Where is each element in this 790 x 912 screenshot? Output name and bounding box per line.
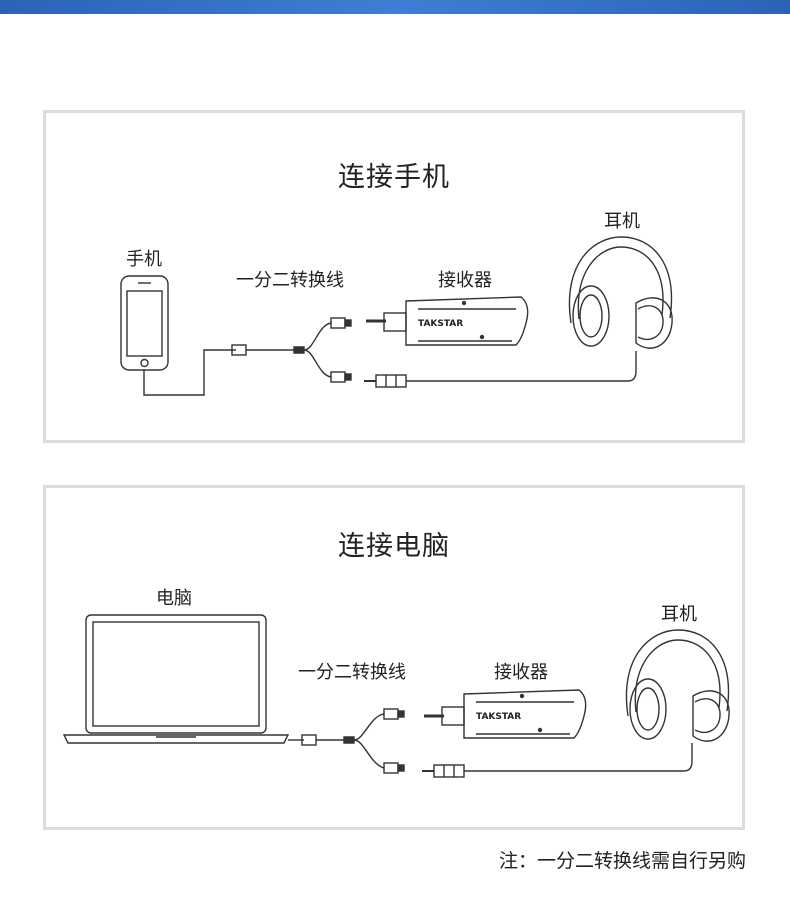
headphone-icon — [625, 629, 730, 742]
brand-logo: TAKSTAR — [418, 319, 463, 329]
receiver-label: 接收器 — [494, 662, 548, 683]
panel-title: 连接电脑 — [338, 531, 450, 562]
cable-label: 一分二转换线 — [236, 270, 344, 291]
connect-pc-panel: 连接电脑 电脑 一分二转换线 接收器 耳机 — [43, 485, 745, 830]
phone-wire — [143, 349, 236, 396]
splitter-cable-icon — [288, 708, 405, 774]
receiver-icon — [424, 689, 587, 739]
receiver-icon — [366, 296, 529, 346]
receiver-jack-icon — [422, 743, 693, 778]
receiver-jack-icon — [364, 351, 637, 388]
laptop-label: 电脑 — [156, 588, 192, 609]
headphone-label: 耳机 — [604, 211, 640, 232]
top-accent-bar — [0, 0, 790, 14]
phone-icon — [120, 275, 169, 371]
receiver-label: 接收器 — [438, 270, 492, 291]
brand-logo: TAKSTAR — [476, 712, 521, 722]
connect-phone-panel: 连接手机 手机 一分二转换线 接收器 耳机 — [43, 110, 745, 443]
headphone-icon — [568, 236, 673, 349]
laptop-icon — [62, 614, 290, 744]
headphone-label: 耳机 — [661, 604, 697, 625]
phone-label: 手机 — [126, 249, 162, 270]
cable-label: 一分二转换线 — [298, 662, 406, 683]
panel-title: 连接手机 — [338, 162, 450, 193]
footnote: 注：一分二转换线需自行另购 — [498, 850, 746, 872]
splitter-cable-icon — [231, 317, 352, 383]
